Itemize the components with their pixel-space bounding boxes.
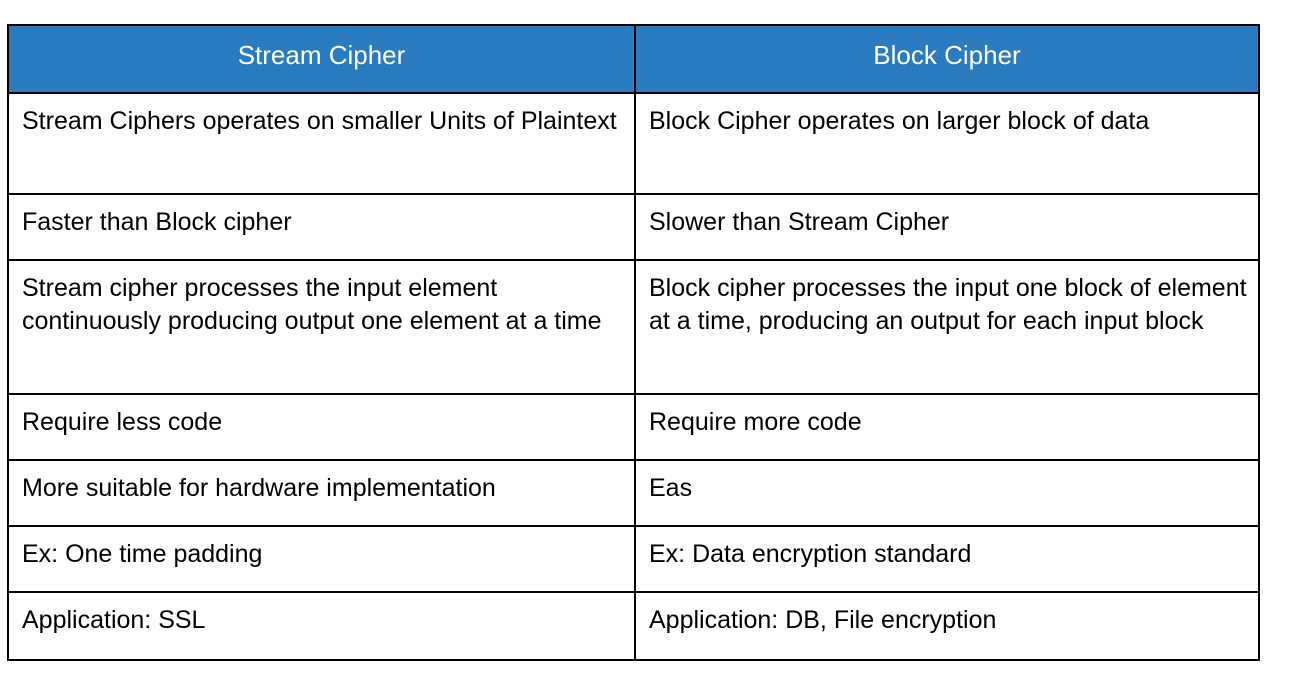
table-row: Faster than Block cipher Slower than Str… [7, 193, 1260, 261]
table-header: Stream Cipher Block Cipher [7, 24, 1260, 94]
cell-block-cipher: Slower than Stream Cipher [634, 193, 1260, 261]
comparison-table: Stream Cipher Block Cipher Stream Cipher… [7, 24, 1260, 661]
cell-stream-cipher: Require less code [7, 393, 636, 461]
cell-stream-cipher: Stream Ciphers operates on smaller Units… [7, 92, 636, 195]
cell-text: Stream cipher processes the input elemen… [22, 274, 602, 335]
cell-text: Require less code [22, 408, 223, 436]
cell-text: More suitable for hardware implementatio… [22, 474, 496, 502]
cell-stream-cipher: Ex: One time padding [7, 525, 636, 593]
cell-text: Block cipher processes the input one blo… [649, 274, 1247, 335]
table-body: Stream Ciphers operates on smaller Units… [7, 92, 1260, 661]
cell-text: Application: SSL [22, 606, 206, 634]
table-row: Require less code Require more code [7, 393, 1260, 461]
cell-text: Require more code [649, 408, 862, 436]
cell-stream-cipher: Faster than Block cipher [7, 193, 636, 261]
column-header-block-cipher: Block Cipher [634, 24, 1260, 94]
cell-text: Slower than Stream Cipher [649, 208, 950, 236]
cell-block-cipher: Block cipher processes the input one blo… [634, 259, 1260, 395]
cell-text: Eas [649, 474, 693, 502]
cell-text: Block Cipher operates on larger block of… [649, 107, 1150, 135]
cell-block-cipher: Eas [634, 459, 1260, 527]
cell-stream-cipher: Stream cipher processes the input elemen… [7, 259, 636, 395]
cell-text: Stream Ciphers operates on smaller Units… [22, 107, 617, 135]
cell-text: Ex: One time padding [22, 540, 263, 568]
cell-text: Application: DB, File encryption [649, 606, 997, 634]
cell-text: Ex: Data encryption standard [649, 540, 972, 568]
cell-block-cipher: Block Cipher operates on larger block of… [634, 92, 1260, 195]
table-row: Application: SSL Application: DB, File e… [7, 591, 1260, 661]
column-header-stream-cipher: Stream Cipher [7, 24, 636, 94]
table-row: Ex: One time padding Ex: Data encryption… [7, 525, 1260, 593]
cell-text: Faster than Block cipher [22, 208, 292, 236]
table-header-row: Stream Cipher Block Cipher [7, 24, 1260, 94]
cell-block-cipher: Require more code [634, 393, 1260, 461]
table-row: More suitable for hardware implementatio… [7, 459, 1260, 527]
comparison-table-container: Stream Cipher Block Cipher Stream Cipher… [7, 24, 1260, 661]
cell-block-cipher: Ex: Data encryption standard [634, 525, 1260, 593]
cell-stream-cipher: More suitable for hardware implementatio… [7, 459, 636, 527]
cell-block-cipher: Application: DB, File encryption [634, 591, 1260, 661]
table-row: Stream cipher processes the input elemen… [7, 259, 1260, 395]
table-row: Stream Ciphers operates on smaller Units… [7, 92, 1260, 195]
cell-stream-cipher: Application: SSL [7, 591, 636, 661]
